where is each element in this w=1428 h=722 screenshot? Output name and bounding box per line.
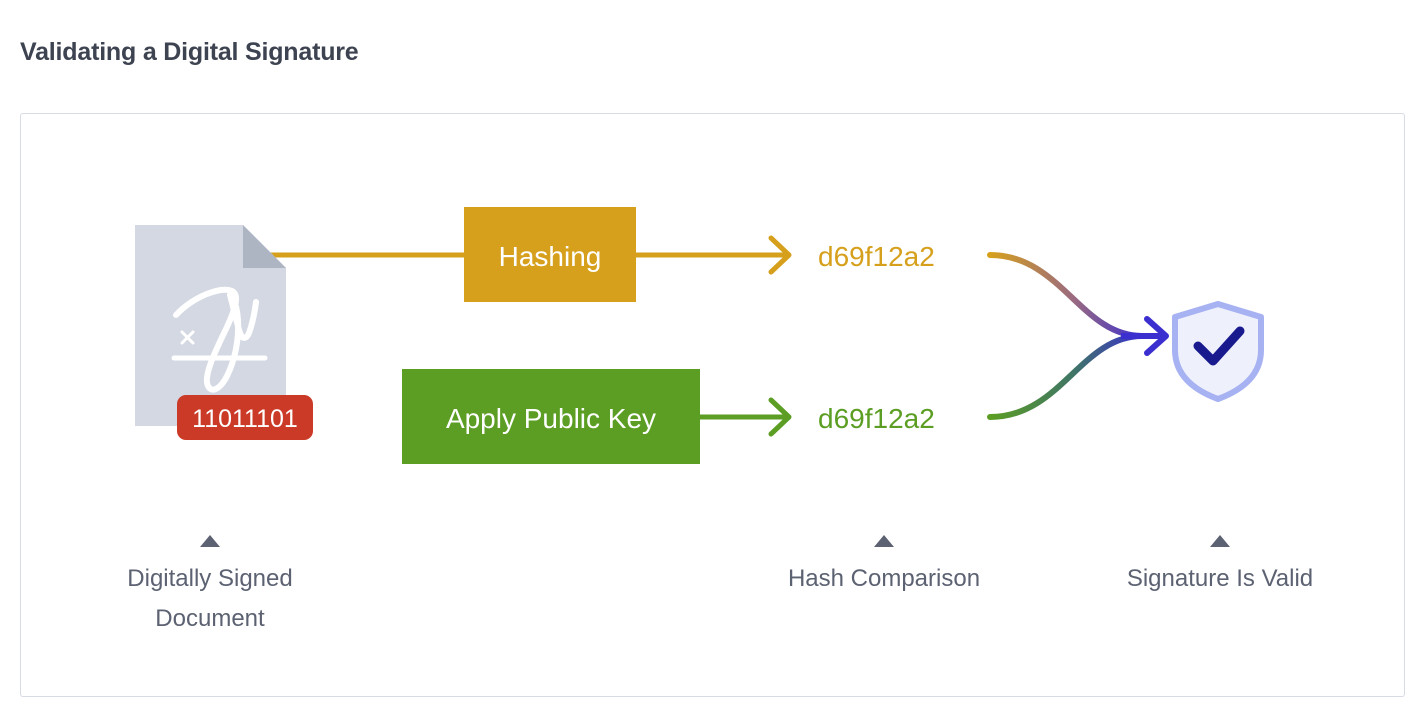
caption-hash-comparison: Hash Comparison <box>788 535 980 592</box>
process-box-apply-public-key: Apply Public Key <box>402 369 700 464</box>
up-triangle-marker-hash-comparison <box>874 535 894 547</box>
up-triangle-marker-document <box>200 535 220 547</box>
binary-badge: 11011101 <box>177 395 313 440</box>
page-title: Validating a Digital Signature <box>20 38 359 66</box>
hash-output-bottom: d69f12a2 <box>818 403 935 434</box>
connector-merge-curves <box>987 252 1169 420</box>
caption-document-line2: Document <box>155 605 265 632</box>
shield-check-icon <box>1172 301 1264 402</box>
signature-scribble-icon <box>171 286 268 393</box>
caption-document-line1: Digitally Signed <box>127 565 292 592</box>
caption-hash-comparison-line1: Hash Comparison <box>788 565 980 592</box>
process-box-hashing: Hashing <box>464 207 636 302</box>
process-box-apply-public-key-label: Apply Public Key <box>446 403 656 434</box>
hash-output-top: d69f12a2 <box>818 241 935 272</box>
process-box-hashing-label: Hashing <box>499 241 602 272</box>
connector-public-key-to-hash <box>700 397 792 437</box>
caption-signature-is-valid: Signature Is Valid <box>1127 535 1313 592</box>
binary-badge-label: 11011101 <box>192 405 298 433</box>
up-triangle-marker-signature-valid <box>1210 535 1230 547</box>
digitally-signed-document-icon <box>135 225 286 426</box>
caption-signature-valid-line1: Signature Is Valid <box>1127 565 1313 592</box>
connector-hashing-to-hash <box>636 235 792 275</box>
diagram-panel: 11011101 Hashing Apply Public Key d69f12… <box>20 113 1405 697</box>
caption-digitally-signed-document: Digitally Signed Document <box>127 535 293 632</box>
